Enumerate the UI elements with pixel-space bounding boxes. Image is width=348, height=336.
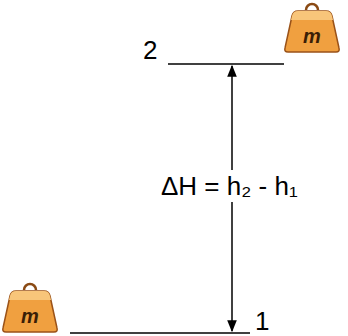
level-number: 2	[143, 37, 157, 63]
level-number: 1	[255, 308, 269, 334]
mass-symbol: m	[303, 26, 321, 46]
mass-symbol: m	[21, 306, 39, 326]
level-line	[70, 332, 250, 334]
height-formula: ΔH = h₂ - h₁	[157, 170, 302, 202]
weight-icon	[3, 284, 57, 332]
weight-icon	[285, 4, 339, 52]
level-line	[168, 63, 284, 65]
